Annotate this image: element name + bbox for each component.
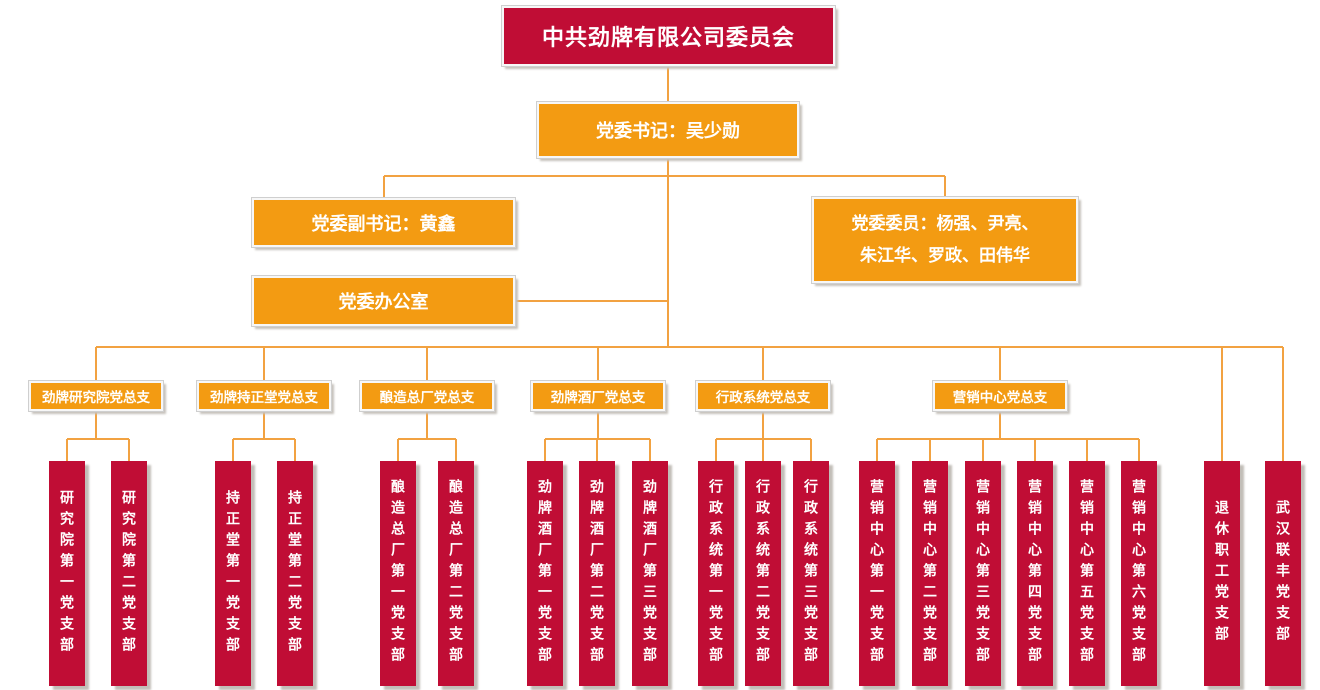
party-branch-box: 行政系统第一党支部 (698, 461, 734, 686)
party-branch-box: 武汉联丰党支部 (1265, 461, 1301, 686)
party-branch-box: 营销中心第六党支部 (1121, 461, 1157, 686)
org-node-general-branch: 行政系统党总支 (695, 380, 831, 412)
party-branch-label: 研究院第二党支部 (121, 489, 137, 658)
party-branch-box: 研究院第二党支部 (111, 461, 147, 686)
party-branch-label: 退休职工党支部 (1214, 500, 1230, 647)
org-node-label-line2: 朱江华、罗政、田伟华 (860, 246, 1030, 265)
party-branch-box: 劲牌酒厂第三党支部 (632, 461, 668, 686)
party-branch-box: 营销中心第四党支部 (1017, 461, 1053, 686)
org-node-label: 劲牌持正堂党总支 (210, 390, 318, 405)
party-branch-label: 营销中心第五党支部 (1079, 479, 1095, 668)
org-node-label: 营销中心党总支 (952, 390, 1048, 405)
party-branch-label: 劲牌酒厂第三党支部 (642, 479, 658, 668)
party-branch-label: 行政系统第一党支部 (708, 479, 724, 668)
party-branch-box: 营销中心第三党支部 (965, 461, 1001, 686)
party-branch-box: 持正堂第二党支部 (277, 461, 313, 686)
party-branch-box: 研究院第一党支部 (49, 461, 85, 686)
party-branch-label: 研究院第一党支部 (59, 489, 75, 658)
party-branch-box: 行政系统第三党支部 (793, 461, 829, 686)
party-branch-box: 营销中心第一党支部 (859, 461, 895, 686)
org-node-secretary: 党委书记：吴少勋 (536, 101, 800, 159)
party-branch-label: 劲牌酒厂第一党支部 (537, 479, 553, 668)
org-node-party-office: 党委办公室 (251, 275, 516, 327)
party-branch-label: 营销中心第六党支部 (1131, 479, 1147, 668)
party-branch-label: 持正堂第一党支部 (225, 489, 241, 658)
org-node-general-branch: 酿造总厂党总支 (359, 380, 495, 412)
org-node-label: 党委办公室 (338, 292, 429, 312)
org-node-label: 劲牌研究院党总支 (42, 390, 150, 405)
party-branch-box: 持正堂第一党支部 (215, 461, 251, 686)
party-branch-label: 酿造总厂第二党支部 (448, 479, 464, 668)
org-node-deputy-secretary: 党委副书记：黄鑫 (251, 197, 516, 248)
party-branch-box: 营销中心第五党支部 (1069, 461, 1105, 686)
party-branch-label: 营销中心第三党支部 (975, 479, 991, 668)
org-node-label: 党委书记：吴少勋 (596, 121, 740, 141)
org-node-label: 行政系统党总支 (715, 390, 811, 405)
org-node-general-branch: 劲牌持正堂党总支 (196, 380, 332, 412)
org-node-general-branch: 劲牌酒厂党总支 (530, 380, 666, 412)
party-branch-box: 退休职工党支部 (1204, 461, 1240, 686)
org-node-label: 中共劲牌有限公司委员会 (541, 25, 795, 50)
party-branch-label: 行政系统第二党支部 (755, 479, 771, 668)
party-branch-label: 酿造总厂第一党支部 (390, 479, 406, 668)
party-branch-label: 营销中心第一党支部 (869, 479, 885, 668)
party-branch-label: 营销中心第四党支部 (1027, 479, 1043, 668)
party-branch-box: 酿造总厂第一党支部 (380, 461, 416, 686)
org-node-general-branch: 营销中心党总支 (932, 380, 1068, 412)
org-node-general-branch: 劲牌研究院党总支 (28, 380, 164, 412)
party-branch-label: 武汉联丰党支部 (1275, 500, 1291, 647)
party-branch-box: 营销中心第二党支部 (912, 461, 948, 686)
party-branch-box: 劲牌酒厂第二党支部 (579, 461, 615, 686)
org-node-label-line1: 党委委员：杨强、尹亮、 (851, 213, 1039, 233)
party-branch-label: 营销中心第二党支部 (922, 479, 938, 668)
party-branch-box: 劲牌酒厂第一党支部 (527, 461, 563, 686)
party-branch-box: 酿造总厂第二党支部 (438, 461, 474, 686)
party-branch-label: 劲牌酒厂第二党支部 (589, 479, 605, 668)
org-node-committee-members: 党委委员：杨强、尹亮、 朱江华、罗政、田伟华 (811, 196, 1079, 284)
party-branch-box: 行政系统第二党支部 (745, 461, 781, 686)
org-node-label: 党委副书记：黄鑫 (311, 213, 456, 234)
party-branch-label: 持正堂第二党支部 (287, 489, 303, 658)
org-node-label: 劲牌酒厂党总支 (550, 390, 646, 405)
org-node-label: 酿造总厂党总支 (379, 390, 475, 405)
party-branch-label: 行政系统第三党支部 (803, 479, 819, 668)
org-node-committee: 中共劲牌有限公司委员会 (501, 5, 836, 67)
